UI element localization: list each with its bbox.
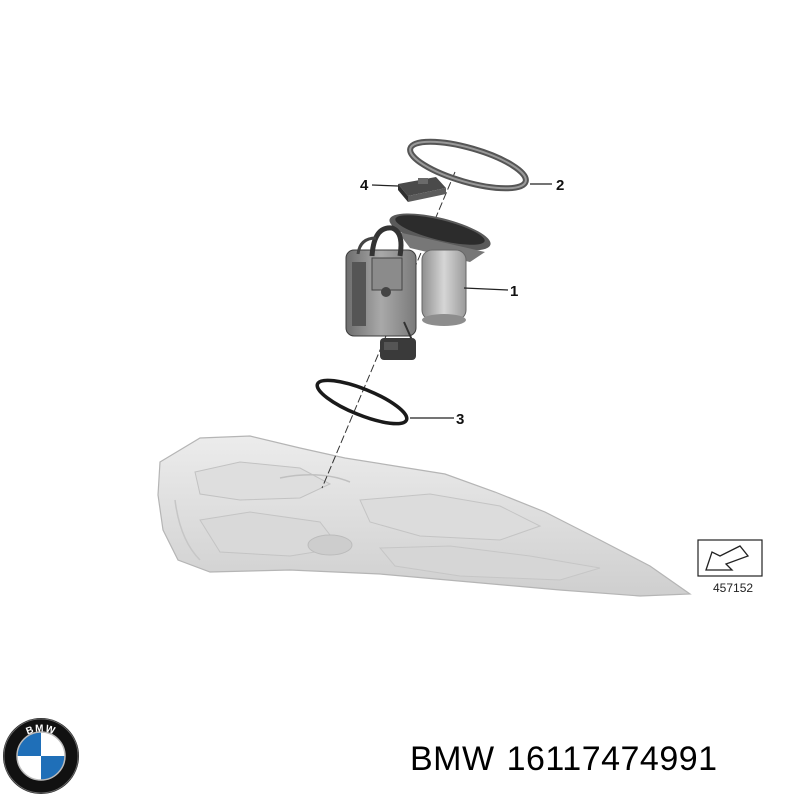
caption-part-number: 16117474991 (506, 740, 718, 778)
callout-1-leader (463, 287, 509, 291)
svg-text:BMW: BMW (25, 723, 57, 737)
fuel-pump-part (345, 213, 491, 360)
bmw-logo: BMW (3, 718, 79, 794)
caption-brand: BMW (410, 740, 495, 778)
connector-part (398, 177, 446, 202)
orientation-box (697, 539, 763, 577)
callout-2: 2 (556, 177, 564, 194)
callout-3: 3 (456, 411, 464, 428)
part-caption: BMW 16117474991 (410, 740, 730, 779)
callout-4: 4 (360, 177, 369, 194)
callout-4-leader (371, 184, 399, 187)
direction-arrow-icon (705, 545, 750, 571)
reference-number: 457152 (713, 581, 753, 595)
callout-1: 1 (510, 283, 518, 300)
o-ring-part (315, 378, 409, 426)
gasket-ring-part (407, 138, 529, 192)
fuel-tank (157, 435, 692, 597)
